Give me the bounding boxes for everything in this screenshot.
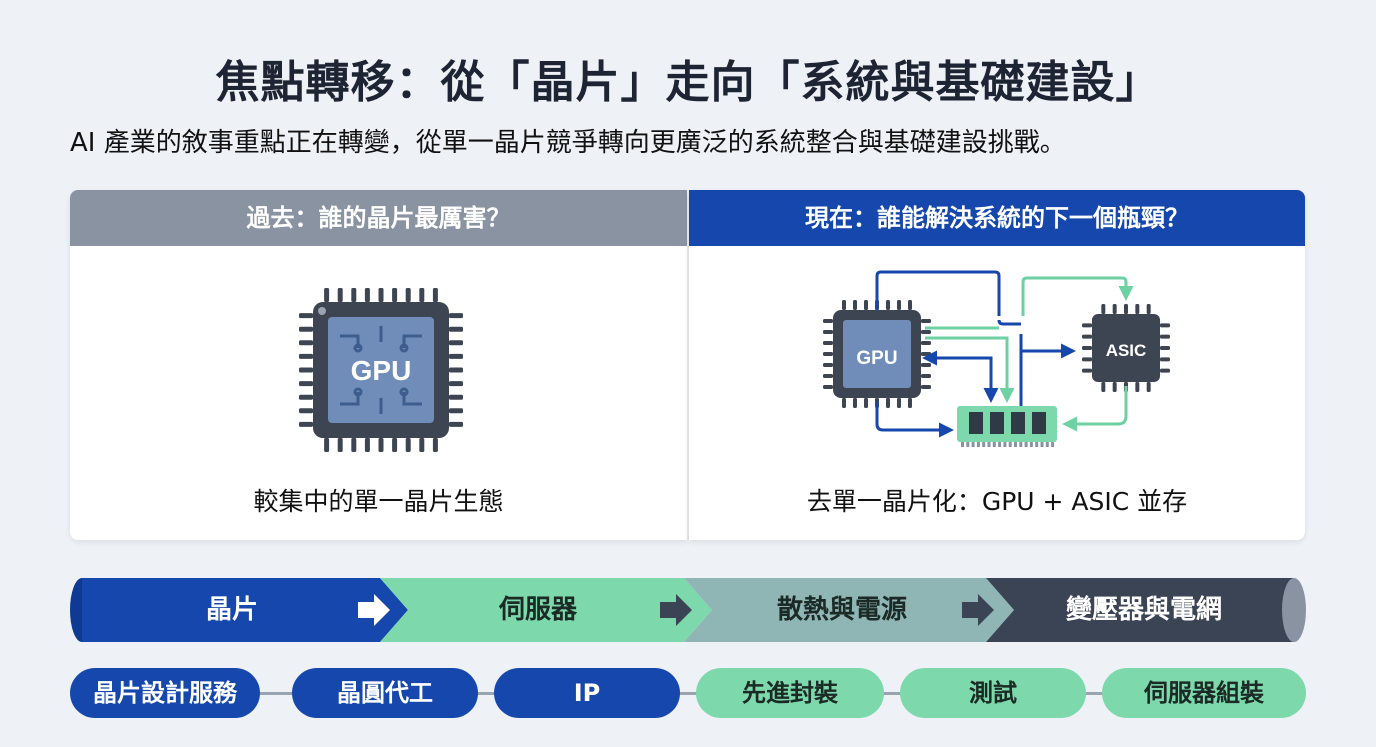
past-panel-header: 過去：誰的晶片最厲害？ [70,190,687,246]
pill-foundry: 晶圓代工 [292,668,478,718]
gpu-chip-label: GPU [351,355,412,386]
pill-advanced-packaging: 先進封裝 [696,668,884,718]
arrow-right-icon [660,594,692,626]
pill-ip: IP [494,668,680,718]
pill-testing: 測試 [900,668,1086,718]
present-panel-header: 現在：誰能解決系統的下一個瓶頸？ [689,190,1305,246]
flow-stage-grid: 變壓器與電網 [1065,595,1222,625]
pill-chip-design-service: 晶片設計服務 [70,668,260,718]
present-panel: 現在：誰能解決系統的下一個瓶頸？ GPU ASIC [689,190,1305,540]
gpu-chip-icon: GPU [823,300,931,408]
past-panel-caption: 較集中的單一晶片生態 [253,487,504,516]
memory-module-icon [957,406,1057,447]
supply-chain-flow: 晶片 伺服器 散熱與電源 變壓器與電網 [70,578,1306,642]
arrow-right-icon [358,594,390,626]
arrow-right-icon [962,594,994,626]
industry-segments: 晶片設計服務 晶圓代工 IP 先進封裝 測試 伺服器組裝 [70,668,1306,720]
panel-divider [687,246,689,540]
asic-label: ASIC [1106,341,1147,360]
system-diagram: GPU ASIC [823,270,1170,447]
gpu-label: GPU [856,348,897,369]
past-panel: 過去：誰的晶片最厲害？ GPU 較集中的單一晶片生態 [70,190,687,540]
flow-stage-server: 伺服器 [498,595,577,625]
page-title: 焦點轉移：從「晶片」走向「系統與基礎建設」 [215,57,1161,108]
pill-server-assembly: 伺服器組裝 [1102,668,1306,718]
present-panel-caption: 去單一晶片化：GPU + ASIC 並存 [806,487,1188,516]
page-subtitle: AI 產業的敘事重點正在轉變，從單一晶片競爭轉向更廣泛的系統整合與基礎建設挑戰。 [70,128,1066,158]
asic-chip-icon: ASIC [1082,304,1170,392]
flow-stage-chip: 晶片 [205,595,258,625]
single-gpu-chip-icon: GPU [299,288,463,452]
flow-stage-cooling-power: 散熱與電源 [776,595,907,625]
